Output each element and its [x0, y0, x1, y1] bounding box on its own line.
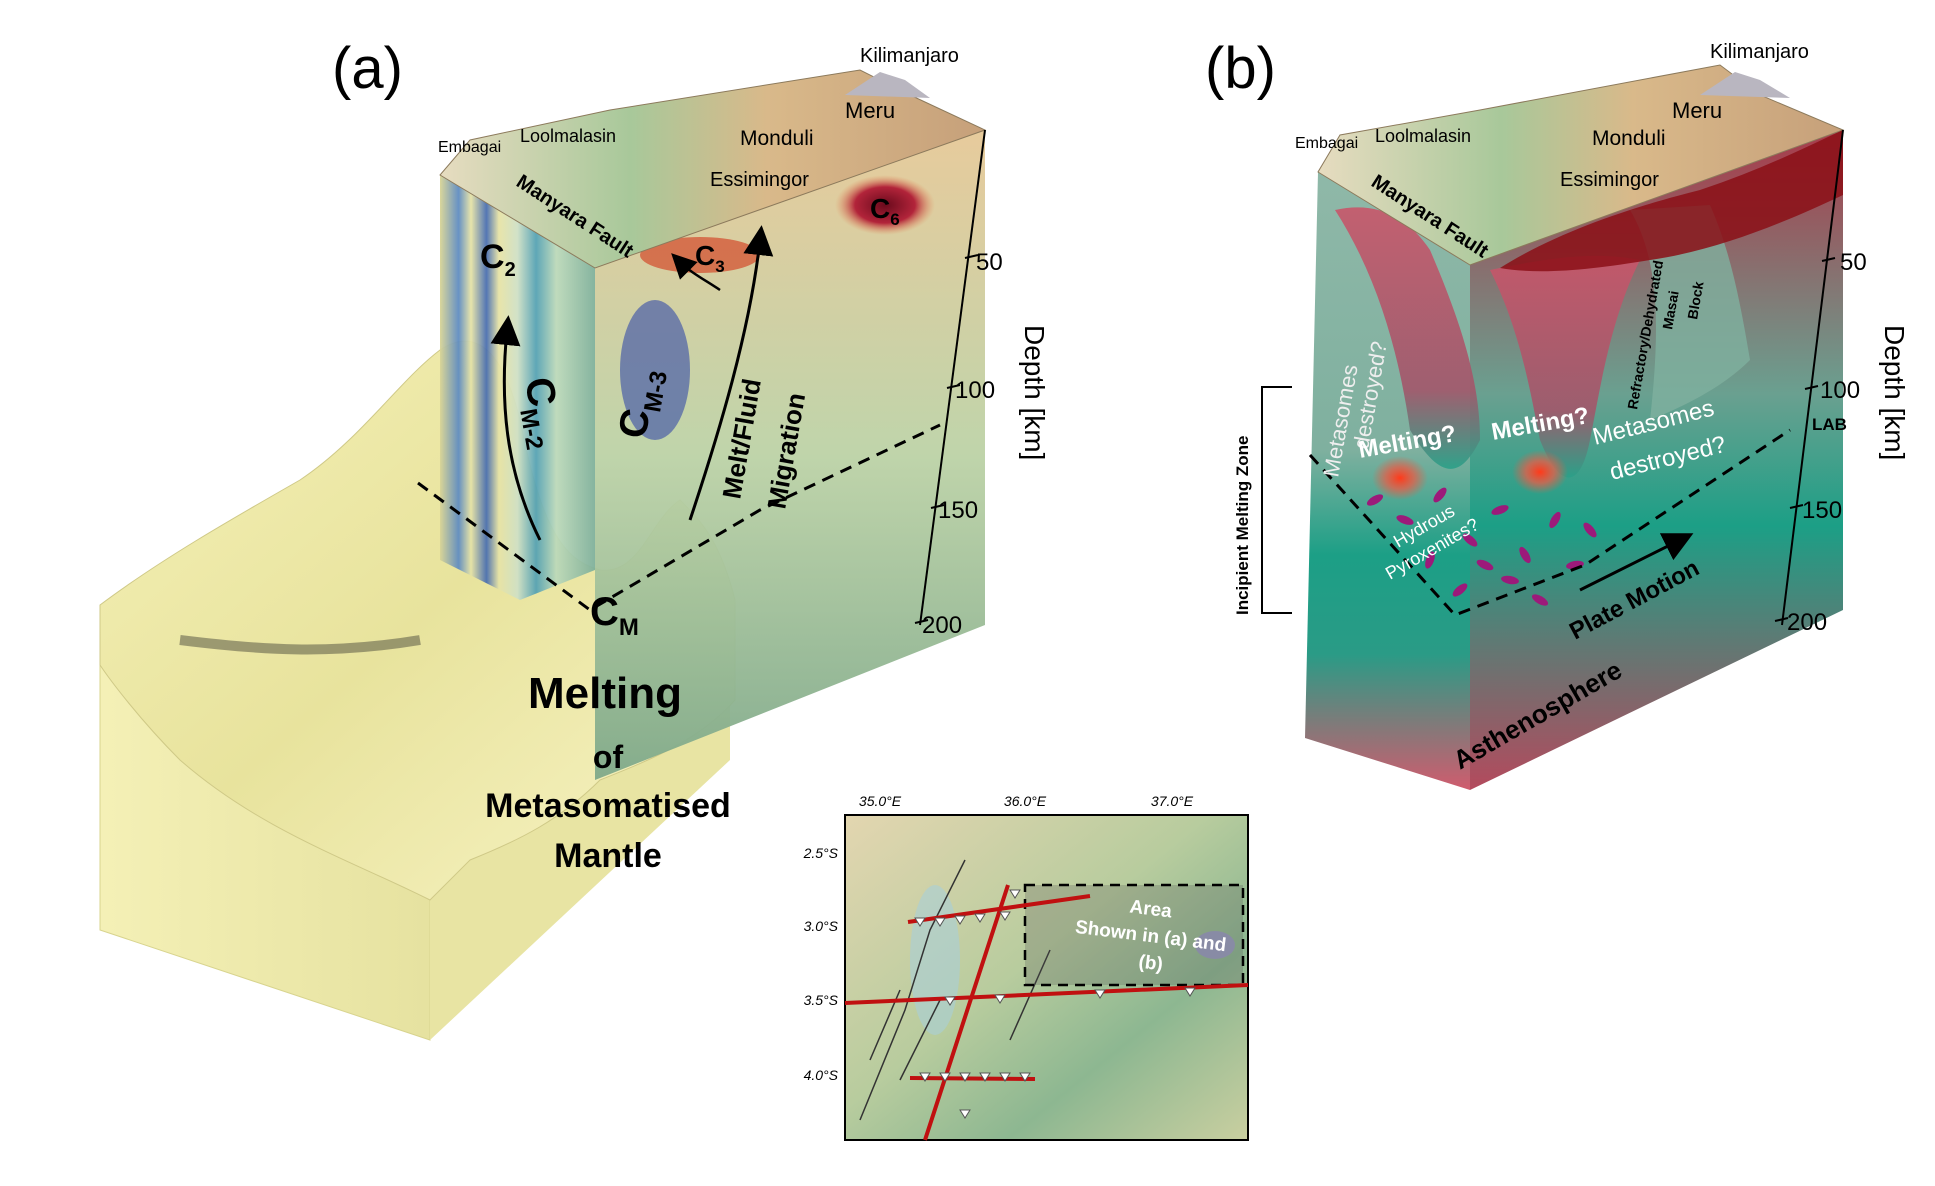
b-masai-block — [1630, 205, 1750, 420]
inset-area-3: (b) — [1137, 952, 1164, 976]
kilimanjaro-peak — [845, 72, 930, 98]
depth-tick-b-200: 200 — [1787, 609, 1827, 636]
inset-lat-25: 2.5°S — [803, 845, 839, 861]
isosurface-shadow — [179, 635, 421, 655]
inset-lake — [910, 885, 960, 1035]
label-a-kilimanjaro: Kilimanjaro — [860, 45, 959, 67]
label-b-monduli: Monduli — [1592, 127, 1666, 150]
label-incipient: Incipient Melting Zone — [1233, 436, 1252, 615]
panel-b-letter: (b) — [1205, 36, 1276, 101]
label-lab: LAB — [1812, 415, 1847, 434]
label-cm: CM — [590, 590, 639, 641]
inset-lon-36: 36.0°E — [1004, 793, 1047, 809]
inset-lon-37: 37.0°E — [1151, 793, 1194, 809]
depth-axis-b: 50 100 150 200 Depth [km] — [1774, 129, 1910, 636]
label-b-kilimanjaro: Kilimanjaro — [1710, 41, 1809, 63]
incipient-bracket — [1261, 386, 1292, 614]
panel-a-letter: (a) — [332, 36, 403, 101]
b-hotspot-2 — [1512, 450, 1568, 494]
profile-line-4 — [923, 884, 1010, 1141]
model-right-face — [595, 130, 985, 780]
label-c2: C2 — [480, 238, 516, 281]
inset-lat-30: 3.0°S — [804, 918, 839, 934]
depth-title-a: Depth [km] — [1019, 325, 1050, 460]
label-c6: C6 — [870, 193, 900, 229]
b-plume-mid — [1490, 255, 1640, 478]
label-of: of — [593, 739, 624, 775]
label-a-embagai: Embagai — [438, 139, 501, 156]
label-b-refractory-3: Block — [1684, 280, 1706, 321]
label-b-embagai: Embagai — [1295, 135, 1358, 152]
arrow-c3 — [671, 253, 721, 292]
label-a-meru: Meru — [845, 98, 895, 123]
label-a-monduli: Monduli — [740, 127, 814, 150]
inset-map: Area Shown in (a) and (b) 35.0°E 36.0°E … — [803, 793, 1249, 1141]
model-front-face — [440, 175, 595, 600]
label-b-refractory-2: Masai — [1659, 289, 1682, 330]
b-plume-left — [1335, 207, 1480, 469]
dashed-lab-b — [1308, 428, 1791, 617]
depth-tick-b-150: 150 — [1802, 497, 1842, 524]
depth-tick-a-150: 150 — [938, 497, 978, 524]
label-mantle: Mantle — [554, 837, 662, 875]
depth-tick-a-200: 200 — [922, 612, 962, 639]
label-a-essimingor: Essimingor — [710, 169, 809, 191]
b-conductor-surface — [1500, 130, 1843, 272]
depth-tick-a-100: 100 — [955, 377, 995, 404]
pyroxenite-blobs — [1366, 487, 1597, 606]
inset-kili — [1195, 931, 1235, 959]
label-melting: Melting — [528, 669, 682, 718]
panel-a: (a) 50 100 150 200 Depth [km] — [99, 36, 1050, 1041]
label-metasomatised: Metasomatised — [485, 787, 731, 825]
inset-lon-35: 35.0°E — [859, 793, 902, 809]
b-hotspot-1 — [1372, 456, 1428, 500]
b-kilimanjaro-peak — [1700, 72, 1790, 98]
depth-title-b: Depth [km] — [1879, 325, 1910, 460]
station-triangle-icon — [914, 889, 1196, 1119]
profile-line-2 — [844, 983, 1249, 1005]
label-b-loolmalasin: Loolmalasin — [1375, 126, 1471, 146]
inset-faults — [859, 859, 1051, 1121]
arrow-plate-motion — [1579, 533, 1694, 592]
label-cm3: CM-3 — [611, 365, 673, 443]
label-b-essimingor: Essimingor — [1560, 169, 1659, 191]
inset-lat-35: 3.5°S — [804, 992, 839, 1008]
depth-tick-b-100: 100 — [1820, 377, 1860, 404]
panel-b: (b) I — [1205, 36, 1910, 790]
arrow-cm3 — [688, 225, 774, 521]
conductor-c6 — [835, 175, 935, 235]
depth-tick-b-50: 50 — [1840, 249, 1867, 276]
profile-line-3 — [909, 1076, 1036, 1081]
conductor-c3 — [640, 237, 760, 273]
resistor-blob — [620, 300, 690, 440]
label-c3: C3 — [695, 240, 725, 276]
label-b-meru: Meru — [1672, 98, 1722, 123]
depth-axis-a: 50 100 150 200 Depth [km] — [914, 129, 1050, 639]
depth-tick-a-50: 50 — [976, 249, 1003, 276]
arrow-cm2 — [490, 315, 542, 541]
dashed-lab-a — [417, 423, 941, 612]
label-a-loolmalasin: Loolmalasin — [520, 126, 616, 146]
inset-lat-40: 4.0°S — [804, 1067, 839, 1083]
inset-area-1: Area — [1128, 897, 1173, 923]
